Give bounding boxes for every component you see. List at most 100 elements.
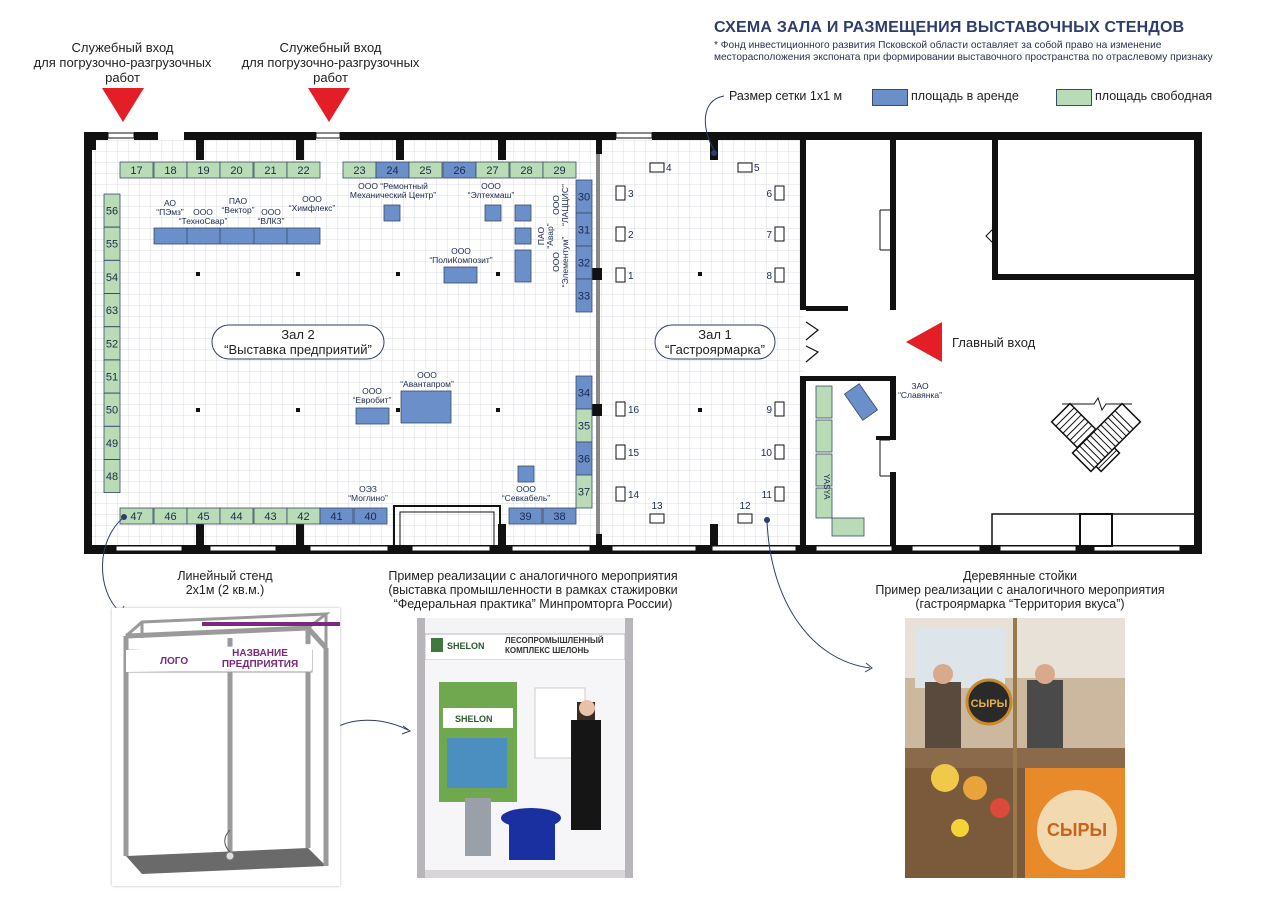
gastro-stall-number-14: 14 xyxy=(628,490,640,501)
service-arrow-2 xyxy=(308,88,350,122)
photo1-banner-line2: КОМПЛЕКС ШЕЛОНЬ xyxy=(505,646,589,655)
stand-29 xyxy=(542,161,577,179)
main-entrance-arrow xyxy=(906,322,942,362)
gastro-stall-number-4: 4 xyxy=(666,163,672,174)
stand-number-51: 51 xyxy=(106,372,118,384)
label-remmeh-2: Механический Центр” xyxy=(350,190,436,200)
stand-number-24: 24 xyxy=(386,165,398,177)
photo1-brand-top: SHELON xyxy=(447,641,485,651)
label-avantaprom-1: ООО xyxy=(417,370,437,380)
gastro-stall-number-10: 10 xyxy=(761,448,773,459)
label-avantaprom-2: “Авантапром” xyxy=(400,379,454,389)
gastro-stall-number-16: 16 xyxy=(628,405,640,416)
label-remmeh-1: ООО “Ремонтный xyxy=(358,181,428,191)
stand-block-slavyanka xyxy=(843,383,879,421)
label-avar-2: “Авар” xyxy=(545,223,555,248)
label-polikompozit-2: “ПолиКомпозит” xyxy=(429,255,492,265)
stand-block-elementum xyxy=(514,249,532,283)
stand-number-47: 47 xyxy=(130,511,142,523)
hall1-name: Зал 1 xyxy=(698,327,732,342)
stand-number-49: 49 xyxy=(106,438,118,450)
yasya-stall xyxy=(815,385,865,537)
label-laccis-1: ООО xyxy=(551,195,561,215)
stand-27 xyxy=(475,161,510,179)
label-laccis-2: “ЛАЦЦИС” xyxy=(560,184,570,226)
label-elteh-1: ООО xyxy=(481,181,501,191)
stand-number-17: 17 xyxy=(130,165,142,177)
stand-number-39: 39 xyxy=(519,511,531,523)
label-elementum-1: ООО xyxy=(551,252,561,272)
service-entrance-label-1: Служебный вход для погрузочно-разгрузочн… xyxy=(33,40,212,85)
stand-number-20: 20 xyxy=(230,165,242,177)
stand-number-46: 46 xyxy=(164,511,176,523)
photo1-banner-line1: ЛЕСОПРОМЫШЛЕННЫЙ xyxy=(505,636,604,645)
stand-number-34: 34 xyxy=(578,388,590,400)
label-vektor-1: ПАО xyxy=(229,196,248,206)
legend-rented-label: площадь в аренде xyxy=(911,89,1019,103)
hall1-badge xyxy=(654,324,776,360)
stand-block-evrobit xyxy=(355,407,390,425)
service-entrance-label-2: Служебный вход для погрузочно-разгрузочн… xyxy=(241,40,420,85)
label-polikompozit-1: ООО xyxy=(451,246,471,256)
label-tehnosvar-2: “ТехноСвар” xyxy=(179,216,228,226)
stand-block-avar xyxy=(514,227,532,245)
gastro-stall-number-15: 15 xyxy=(628,448,640,459)
gastro-stall-8 xyxy=(774,267,785,283)
label-sevkabel-2: “Севкабель” xyxy=(502,493,550,503)
stand-number-30: 30 xyxy=(578,192,590,204)
stand-block-elteh xyxy=(484,204,502,222)
stand-17 xyxy=(119,161,154,179)
stand-number-40: 40 xyxy=(364,511,376,523)
stand-44 xyxy=(219,507,254,525)
stand-number-31: 31 xyxy=(578,225,590,237)
stand-25 xyxy=(408,161,443,179)
label-himfleks-2: “Химфлекс” xyxy=(289,203,336,213)
caption-example-industry: Пример реализации с аналогичного меропри… xyxy=(388,569,678,611)
label-avar-1: ПАО xyxy=(536,227,546,246)
stand-number-48: 48 xyxy=(106,471,118,483)
gastro-stall-number-5: 5 xyxy=(754,163,760,174)
label-elementum-2: “Элементум” xyxy=(560,237,570,288)
service-arrow-1 xyxy=(102,88,144,122)
mock-name-line1: НАЗВАНИЕ xyxy=(232,648,288,659)
stand-48 xyxy=(103,459,121,494)
mock-logo-text: ЛОГО xyxy=(160,656,188,667)
stand-number-38: 38 xyxy=(553,511,565,523)
stand-number-19: 19 xyxy=(197,165,209,177)
label-vlkz-1: ООО xyxy=(261,207,281,217)
stand-number-63: 63 xyxy=(106,305,118,317)
label-vektor-2: “Вектор” xyxy=(221,205,254,215)
caption-linear-stand: Линейный стенд 2х1м (2 кв.м.) xyxy=(177,569,273,597)
stand-number-28: 28 xyxy=(520,165,532,177)
gastro-stall-16 xyxy=(615,401,626,417)
caption-example-gastro: Деревянные стойки Пример реализации с ан… xyxy=(875,569,1165,611)
stand-number-56: 56 xyxy=(106,206,118,218)
label-moglino-2: “Моглино” xyxy=(348,493,388,503)
stand-number-50: 50 xyxy=(106,405,118,417)
gastro-stall-number-8: 8 xyxy=(766,271,772,282)
stand-block-enterprises xyxy=(153,227,321,245)
stand-38 xyxy=(542,507,577,525)
windows xyxy=(107,132,1181,552)
stand-number-44: 44 xyxy=(230,511,242,523)
staircases xyxy=(1050,396,1142,473)
stand-number-26: 26 xyxy=(453,165,465,177)
gastro-stall-number-3: 3 xyxy=(628,189,634,200)
label-elteh-2: “Элтехмаш” xyxy=(468,190,515,200)
stand-block-laccis xyxy=(514,204,532,222)
main-door xyxy=(805,321,820,363)
stand-40 xyxy=(353,507,388,525)
label-evrobit-2: “Евробит” xyxy=(353,395,392,405)
stand-41 xyxy=(319,507,354,525)
label-tehnosvar-1: ООО xyxy=(193,207,213,217)
label-slavyanka-2: “Славянка” xyxy=(898,390,942,400)
gastro-stall-12 xyxy=(737,513,753,524)
stand-number-41: 41 xyxy=(330,511,342,523)
disclaimer-note: * Фонд инвестиционного развития Псковско… xyxy=(714,40,1213,63)
stand-number-21: 21 xyxy=(264,165,276,177)
hall1-title: “Гастроярмарка” xyxy=(665,342,765,357)
gastro-stall-number-9: 9 xyxy=(766,405,772,416)
